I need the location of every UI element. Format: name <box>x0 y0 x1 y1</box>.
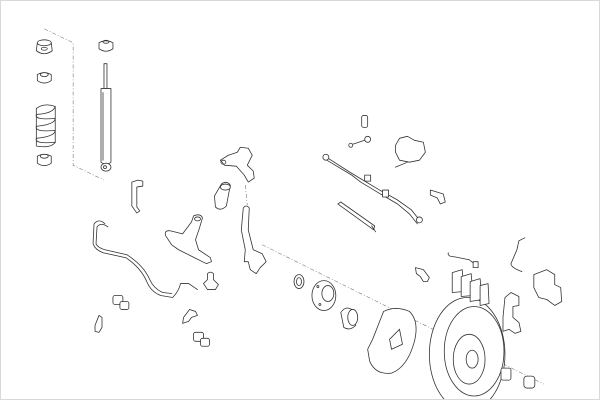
brake-backing-plate[interactable] <box>367 308 417 374</box>
wear-sensor-cable[interactable] <box>510 237 526 273</box>
tie-rod-end[interactable] <box>429 189 446 205</box>
upper-control-arm[interactable] <box>220 146 255 183</box>
caliper-carrier[interactable] <box>502 292 522 334</box>
coil-spring[interactable] <box>35 104 57 148</box>
hub-seal[interactable] <box>293 274 305 289</box>
stabilizer-bushing-right[interactable] <box>193 331 210 347</box>
adjuster-bolt[interactable] <box>348 135 372 148</box>
control-arm-bushing[interactable] <box>214 181 231 210</box>
caliper-bolt-bottom-left[interactable] <box>500 367 512 381</box>
strut-guide-line <box>44 28 105 181</box>
brake-hose[interactable] <box>447 252 479 269</box>
lower-control-arm[interactable] <box>164 214 212 265</box>
lower-spring-pad[interactable] <box>36 153 52 167</box>
stabilizer-clamp-right[interactable] <box>182 309 198 324</box>
brake-pads[interactable] <box>451 269 490 306</box>
stabilizer-clamp-left[interactable] <box>94 315 103 333</box>
spring-seat-ring[interactable] <box>36 72 52 84</box>
adjuster-pin[interactable] <box>361 115 369 128</box>
knuckle-axis-line <box>244 185 248 206</box>
caliper-bolt-bottom-right[interactable] <box>523 375 536 389</box>
shock-upper-mount[interactable] <box>98 39 114 52</box>
brake-caliper-right[interactable] <box>533 269 563 306</box>
brake-disc[interactable] <box>428 297 506 399</box>
steering-rack[interactable] <box>322 153 423 225</box>
stabilizer-bushing-left[interactable] <box>112 295 130 310</box>
wheel-hub[interactable] <box>311 280 337 311</box>
stabilizer-link-bracket[interactable] <box>131 179 144 214</box>
steering-damper[interactable] <box>337 201 377 233</box>
steering-knuckle[interactable] <box>240 205 267 275</box>
ball-joint[interactable] <box>203 271 219 290</box>
shock-absorber[interactable] <box>100 63 112 172</box>
top-mount[interactable] <box>35 39 53 55</box>
wheel-bearing[interactable] <box>340 307 359 330</box>
brake-caliper-upper[interactable] <box>395 135 426 168</box>
stabilizer-bar[interactable] <box>92 220 198 298</box>
caliper-guide-bolt[interactable] <box>415 267 430 282</box>
